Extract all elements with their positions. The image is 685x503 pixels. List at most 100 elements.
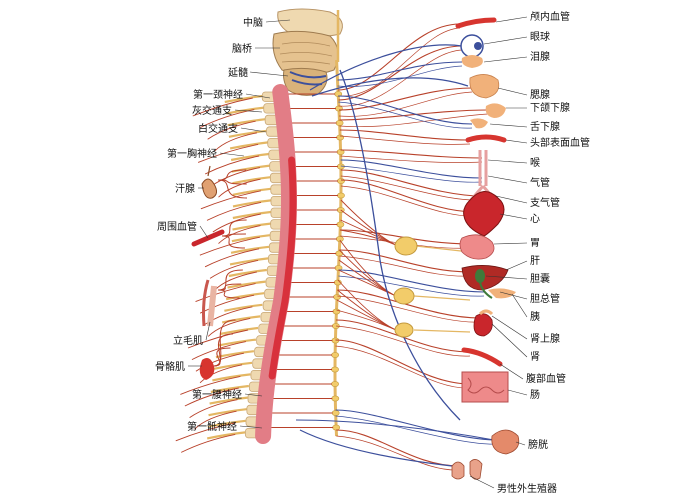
target-organs <box>451 17 520 480</box>
vertebral-column <box>244 84 297 444</box>
somatic-autonomic-fiber <box>221 233 246 237</box>
abdominal-vessel-drawing <box>461 347 503 367</box>
postganglionic-fiber <box>184 387 239 407</box>
splanchnic-fiber <box>336 309 397 331</box>
leader-line <box>483 56 528 63</box>
vagus-nerve <box>339 69 461 421</box>
head-vessel-drawing <box>465 134 507 143</box>
brainstem <box>272 8 343 96</box>
label-leader-lines <box>188 16 528 489</box>
label-arrector-pili: 立毛肌 <box>173 334 203 347</box>
intestine-coils <box>467 377 505 394</box>
postganglionic-fiber <box>207 317 251 337</box>
intermediolateral-column <box>268 156 297 380</box>
leader-line <box>491 323 528 358</box>
spinal-nerve <box>217 338 257 347</box>
label-bronchi: 支气管 <box>530 196 560 209</box>
spinal-nerve <box>210 384 249 394</box>
sympathetic-trunk <box>271 10 345 437</box>
chain-ganglion <box>333 294 341 300</box>
postganglionic-fiber <box>211 167 261 186</box>
leader-line <box>485 275 528 280</box>
splanchnic-fiber <box>337 289 397 331</box>
leader-line <box>219 152 245 157</box>
chain-ganglion <box>337 178 345 184</box>
label-cranial-vessel: 颅内血管 <box>530 10 570 23</box>
leader-line <box>199 225 209 239</box>
label-submandibular: 下颌下腺 <box>530 101 570 114</box>
label-eye: 眼球 <box>530 30 550 43</box>
parasympathetic-fiber <box>340 159 483 179</box>
postganglionic-fiber <box>207 120 256 140</box>
label-liver: 肝 <box>530 255 540 267</box>
label-midbrain: 中脑 <box>243 16 263 29</box>
spinal-nerve <box>213 361 253 370</box>
chain-ganglion <box>332 424 341 431</box>
adrenal-drawing <box>478 309 494 316</box>
postganglionic-fiber <box>180 375 241 395</box>
label-s1: 第一骶神经 <box>187 420 237 433</box>
chain-ganglion <box>335 236 344 242</box>
inferior-mesenteric-ganglion <box>394 322 414 338</box>
postganglionic-fiber <box>199 364 243 384</box>
postganglionic-fiber <box>206 201 262 221</box>
heart-drawing <box>463 191 505 237</box>
label-parotid: 腮腺 <box>530 88 550 101</box>
postganglionic-fiber <box>204 248 260 268</box>
label-sweat-gland: 汗腺 <box>175 182 195 195</box>
liver-drawing <box>461 265 509 291</box>
leader-line <box>487 175 528 184</box>
submandibular-gland-drawing <box>485 103 506 118</box>
postganglionic-fiber <box>218 225 261 244</box>
spinal-nerve <box>232 176 271 185</box>
label-l1: 第一腰神经 <box>192 388 242 401</box>
chain-ganglion <box>335 250 344 257</box>
leader-line <box>511 293 528 318</box>
somatic-targets <box>191 165 225 380</box>
spinal-nerve <box>209 396 248 405</box>
sweat-gland-drawing <box>201 165 218 199</box>
postganglionic-fiber <box>200 109 255 129</box>
chain-ganglion <box>336 221 345 228</box>
leader-line <box>234 109 263 113</box>
postganglionic-fiber <box>195 352 245 372</box>
spinal-nerve <box>229 257 269 266</box>
spinal-nerve <box>229 141 269 150</box>
ganglion-output <box>413 329 471 333</box>
fiber-branch <box>340 175 483 201</box>
leader-line <box>499 213 528 220</box>
oculomotor-fiber <box>309 44 463 91</box>
leader-line <box>515 441 526 446</box>
spinal-nerve <box>215 350 255 359</box>
postganglionic-fiber <box>189 399 238 418</box>
label-intestine: 肠 <box>530 389 540 401</box>
spinal-nerve <box>221 315 261 324</box>
parasympathetic-fiber <box>335 409 499 441</box>
gallbladder-drawing <box>475 269 485 283</box>
splanchnic-fiber <box>339 239 397 297</box>
splanchnic-fiber <box>336 299 397 331</box>
spinal-nerve <box>228 129 268 138</box>
spinal-nerve <box>227 280 266 289</box>
chain-ganglion <box>332 308 341 315</box>
somatic-autonomic-fiber <box>217 179 247 199</box>
spinal-nerve <box>230 245 270 254</box>
sympathetic-fiber <box>338 87 473 111</box>
chain-ganglion <box>337 192 345 199</box>
label-adrenal: 肾上腺 <box>530 332 560 345</box>
postganglionic-fiber <box>175 422 236 442</box>
label-t1: 第一胸神经 <box>167 147 217 160</box>
chain-ganglion <box>331 410 340 416</box>
label-skeletal-muscle: 骨骼肌 <box>155 360 185 373</box>
parasympathetic-fiber <box>338 95 473 125</box>
label-stomach: 胃 <box>530 237 540 249</box>
chain-ganglion <box>331 381 339 387</box>
leader-line <box>244 393 263 397</box>
brainstem-fold-lines <box>279 42 333 65</box>
spinal-nerve <box>219 326 259 336</box>
fiber-branch <box>337 27 461 97</box>
label-peripheral-vessel: 周围血管 <box>157 220 197 233</box>
spinal-nerve <box>225 292 265 301</box>
ganglion-output <box>415 245 471 253</box>
